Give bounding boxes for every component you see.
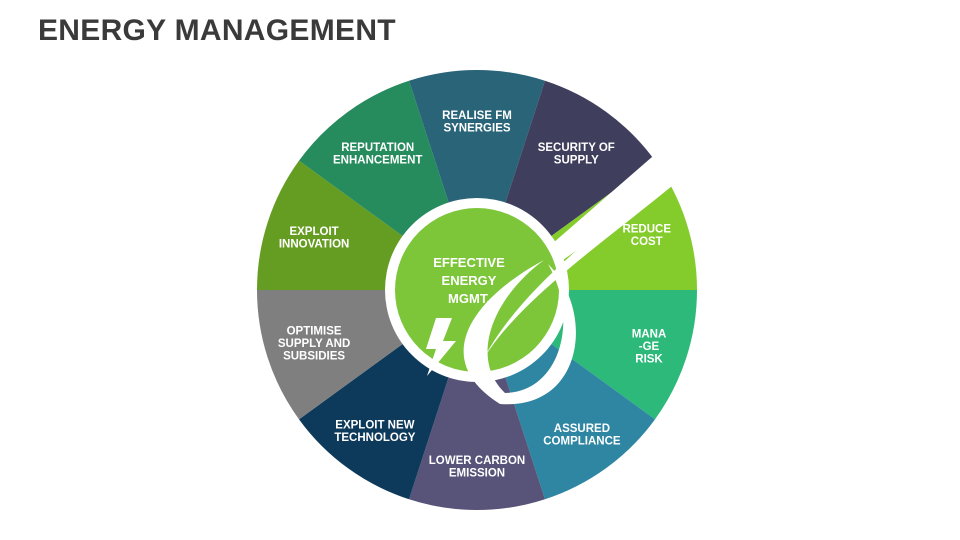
segment-optimise-supply-and-subsidies — [257, 290, 405, 420]
ring-divider — [545, 150, 690, 262]
segment-manage-risk — [549, 290, 697, 420]
segment-realise-fm-synergies — [409, 69, 545, 205]
page-title: ENERGY MANAGEMENT — [38, 14, 396, 47]
segment-reputation-enhancement — [299, 80, 450, 238]
lightning-bolt-icon — [426, 318, 456, 376]
segment-security-of-supply — [504, 80, 655, 238]
segment-exploit-new-technology — [299, 342, 450, 500]
segment-exploit-innovation — [257, 160, 405, 290]
leaf-swoosh-icon — [463, 178, 672, 405]
segment-lower-carbon-emission — [409, 375, 545, 510]
